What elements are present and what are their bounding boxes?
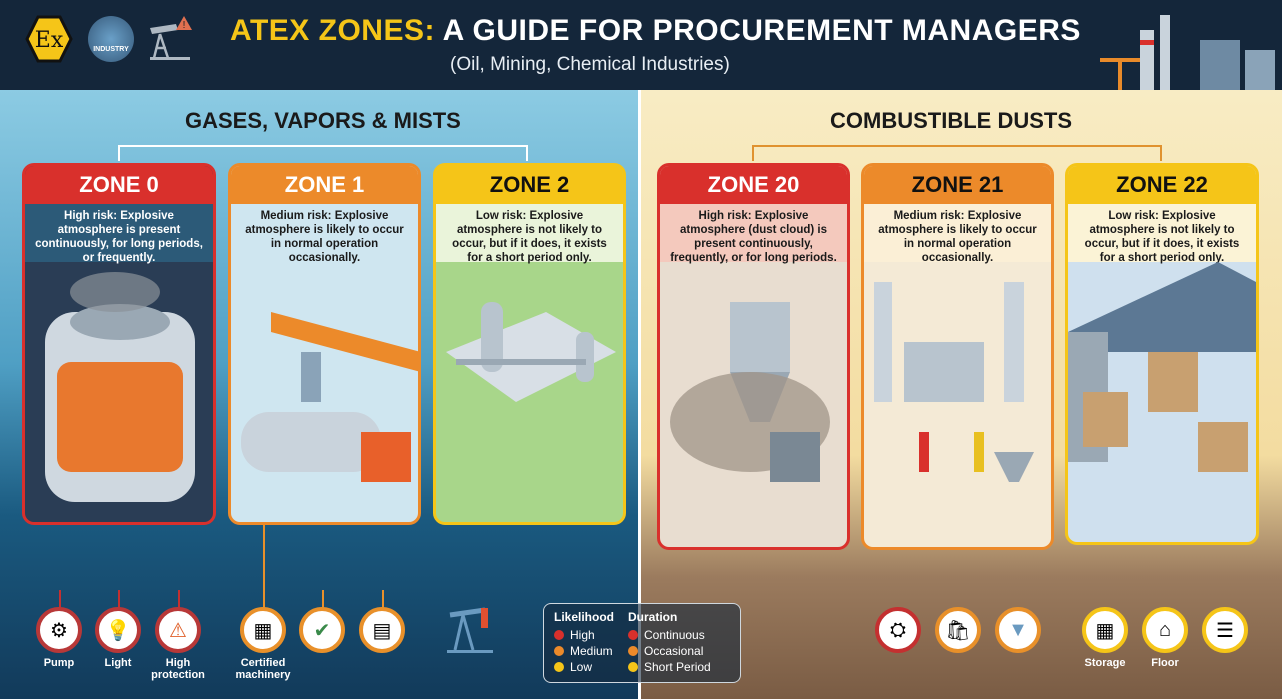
legend-item: Occasional: [628, 644, 711, 658]
fuel-station-illustration: [231, 262, 418, 522]
industry-badge-icon: INDUSTRY: [88, 16, 134, 62]
svg-text:Ex: Ex: [35, 28, 64, 53]
gases-title: GASES, VAPORS & MISTS: [185, 108, 461, 133]
zone-21-card: ZONE 21 Medium risk: Explosive atmospher…: [861, 163, 1054, 550]
dusts-title: COMBUSTIBLE DUSTS: [830, 108, 1072, 133]
dust-machine-icon: ⛭: [875, 607, 921, 653]
oil-pump-warning-icon: !: [146, 14, 194, 67]
gear-check-icon: ✔: [299, 607, 345, 653]
zone-description: High risk: Explosive atmosphere is prese…: [25, 204, 213, 264]
zone-0-card: ZONE 0 High risk: Explosive atmosphere i…: [22, 163, 216, 525]
legend-item: High: [554, 628, 614, 642]
page-title: ATEX ZONES: A GUIDE FOR PROCUREMENT MANA…: [230, 14, 1081, 47]
equipment-label: Storage: [1084, 657, 1126, 669]
zone-1-card: ZONE 1 Medium risk: Explosive atmosphere…: [228, 163, 421, 525]
gases-bracket: [118, 145, 528, 161]
legend-title: Likelihood: [554, 610, 614, 624]
pipeline-illustration: [436, 262, 623, 522]
zone-title: ZONE 22: [1068, 166, 1256, 204]
equipment-label: High protection: [151, 657, 205, 681]
legend-item: Medium: [554, 644, 614, 658]
dusts-bracket: [752, 145, 1162, 161]
factory-illustration-icon: [1100, 10, 1280, 95]
legend-duration: Duration Continuous Occasional Short Per…: [628, 610, 711, 676]
page-subtitle: (Oil, Mining, Chemical Industries): [450, 54, 730, 75]
header: [0, 0, 1282, 90]
zone-title: ZONE 0: [25, 166, 213, 204]
zone-2-card: ZONE 2 Low risk: Explosive atmosphere is…: [433, 163, 626, 525]
connector-line: [118, 590, 120, 612]
equipment-label: Pump: [43, 657, 75, 669]
connector-line: [322, 590, 324, 612]
zone-description: Low risk: Explosive atmosphere is not li…: [1068, 204, 1256, 264]
zone-description: Low risk: Explosive atmosphere is not li…: [436, 204, 623, 264]
section-divider: [638, 90, 641, 699]
light-bulb-icon: 💡: [95, 607, 141, 653]
zone-title: ZONE 1: [231, 166, 418, 204]
legend-title: Duration: [628, 610, 678, 624]
hopper-icon: ▼: [995, 607, 1041, 653]
connector-line: [263, 525, 265, 612]
boxes-icon: ▦: [1082, 607, 1128, 653]
zone-title: ZONE 2: [436, 166, 623, 204]
zone-description: Medium risk: Explosive atmosphere is lik…: [864, 204, 1051, 264]
zone-22-card: ZONE 22 Low risk: Explosive atmosphere i…: [1065, 163, 1259, 545]
oil-pumpjack-icon: [445, 605, 495, 660]
dust-silo-illustration: [660, 262, 847, 547]
svg-text:!: !: [183, 20, 186, 31]
control-panel-icon: ▤: [359, 607, 405, 653]
tank-illustration: [25, 262, 213, 522]
equipment-label: Floor: [1151, 657, 1179, 669]
equipment-label: Light: [104, 657, 132, 669]
warehouse-illustration: [1068, 262, 1256, 542]
machinery-icon: ▦: [240, 607, 286, 653]
zone-20-card: ZONE 20 High risk: Explosive atmosphere …: [657, 163, 850, 550]
legend-item: Continuous: [628, 628, 711, 642]
ex-logo-icon: Ex: [24, 14, 74, 69]
legend-likelihood: Likelihood High Medium Low: [554, 610, 614, 676]
zone-title: ZONE 21: [864, 166, 1051, 204]
connector-line: [59, 590, 61, 612]
equipment-label: Certified machinery: [235, 657, 291, 681]
dust-bag-icon: 🛍: [935, 607, 981, 653]
connector-line: [382, 590, 384, 612]
warehouse-icon: ⌂: [1142, 607, 1188, 653]
zone-description: High risk: Explosive atmosphere (dust cl…: [660, 204, 847, 264]
legend: Likelihood High Medium Low Duration Cont…: [543, 603, 741, 683]
mill-illustration: [864, 262, 1051, 547]
connector-line: [178, 590, 180, 612]
legend-item: Low: [554, 660, 614, 674]
zone-description: Medium risk: Explosive atmosphere is lik…: [231, 204, 418, 264]
warning-icon: ⚠: [155, 607, 201, 653]
zone-title: ZONE 20: [660, 166, 847, 204]
pallet-icon: ☰: [1202, 607, 1248, 653]
pump-icon: ⚙: [36, 607, 82, 653]
legend-item: Short Period: [628, 660, 711, 674]
